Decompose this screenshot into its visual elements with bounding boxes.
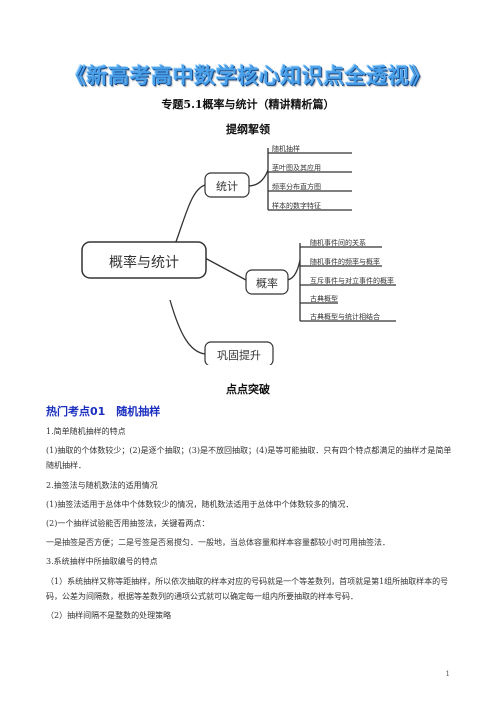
mindmap-leaf: 茎叶图及其应用: [272, 163, 321, 172]
mindmap-leaf: 随机抽样: [272, 144, 300, 153]
mindmap-leaf: 样本的数字特征: [272, 201, 321, 210]
points-title: 点点突破: [226, 383, 270, 396]
document-subtitle: 专题5.1概率与统计（精讲精析篇）: [161, 98, 335, 111]
mindmap-leaf: 古典概型: [310, 294, 338, 303]
mindmap-branch-probability: [245, 269, 289, 295]
paragraph: (1)抽取的个体数较少；(2)是逐个抽取；(3)是不放回抽取；(4)是等可能抽取…: [46, 446, 452, 471]
mindmap-leaf: 随机事件的频率与概率: [310, 257, 380, 266]
page-number: 1: [445, 670, 450, 678]
mindmap-branch-probability-label: 概率: [256, 276, 278, 290]
document-banner-title: 《新高考高中数学核心知识点全透视》: [65, 64, 431, 88]
mindmap-root-box: [81, 241, 207, 279]
paragraph: (1)抽签法适用于总体中个体数较少的情况，随机数法适用于总体中个体数较多的情况．: [46, 499, 354, 509]
mindmap-leaf: 互斥事件与对立事件的概率: [310, 276, 394, 285]
mindmap-leaf: 随机事件间的关系: [310, 238, 366, 247]
paragraph: 1.简单随机抽样的特点: [46, 427, 126, 436]
paragraph: （2）抽样间隔不是整数的处理策略: [46, 610, 172, 620]
paragraph: 2.抽签法与随机数法的适用情况: [46, 480, 158, 490]
paragraph: 3.系统抽样中所抽取编号的特点: [46, 557, 158, 567]
mind-map-diagram: 概率与统计 统计 随机抽样 茎叶图及其应用 频率分布直方图 样本的数字特征 概率…: [81, 144, 396, 365]
mindmap-branch-statistics: [204, 172, 250, 198]
mindmap-root-label: 概率与统计: [109, 254, 179, 271]
paragraph: （1）系统抽样又称等距抽样，所以依次抽取的样本对应的号码就是一个等差数列，首项就…: [46, 576, 449, 601]
paragraph: 一是抽签是否方便；二是号签是否易搅匀．一般地，当总体容量和样本容量都较小时可用抽…: [46, 538, 390, 548]
section-heading: 热门考点01 随机抽样: [46, 405, 161, 418]
mindmap-leaf: 古典概型与统计相结合: [310, 312, 380, 321]
outline-title: 提纲挈领: [226, 123, 270, 136]
mindmap-branch-statistics-label: 统计: [216, 180, 238, 193]
mindmap-branch-consolidate-label: 巩固提升: [217, 349, 261, 362]
mindmap-branch-consolidate: [204, 341, 274, 365]
paragraph: (2)一个抽样试验能否用抽签法，关键看两点：: [46, 518, 210, 528]
content-body: 1.简单随机抽样的特点 (1)抽取的个体数较少；(2)是逐个抽取；(3)是不放回…: [46, 424, 458, 627]
mindmap-leaf: 频率分布直方图: [272, 182, 321, 191]
